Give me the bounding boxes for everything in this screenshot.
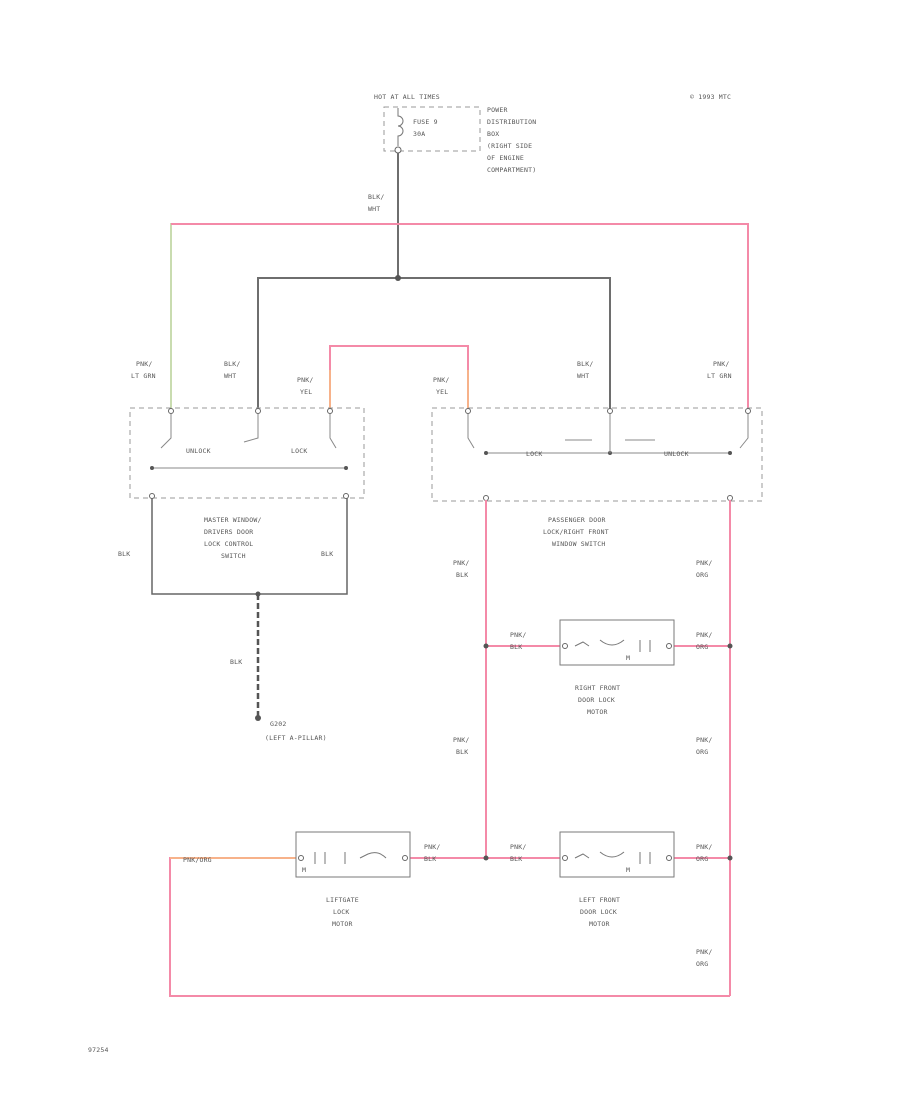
pnk-org-label-2: PNK/: [696, 736, 712, 744]
master-switch: UNLOCK LOCK: [129, 407, 365, 499]
passenger-lock-label: LOCK: [526, 450, 542, 458]
pnk-yel-right-label: PNK/: [433, 376, 449, 384]
svg-text:LT GRN: LT GRN: [707, 372, 732, 380]
fuse-rating: 30A: [413, 130, 425, 138]
svg-text:POWER: POWER: [487, 106, 508, 114]
svg-text:YEL: YEL: [436, 388, 448, 396]
svg-text:WHT: WHT: [577, 372, 589, 380]
svg-text:ORG: ORG: [696, 571, 708, 579]
blk-right-label: BLK: [321, 550, 333, 558]
rf-door-lock-motor: M PNK/ BLK PNK/ ORG: [510, 619, 712, 666]
pnk-org-lf-label: PNK/: [696, 843, 712, 851]
svg-text:MOTOR: MOTOR: [587, 708, 608, 716]
pnk-blk-label-1: PNK/: [453, 559, 469, 567]
blk-wht-right-label: BLK/: [577, 360, 593, 368]
svg-text:ORG: ORG: [696, 855, 708, 863]
pnk-ltgrn-loop-left: [170, 223, 460, 410]
master-switch-label: MASTER WINDOW/ DRIVERS DOOR LOCK CONTROL…: [204, 516, 262, 560]
pnk-org-liftgate-label: PNK/ORG: [183, 856, 212, 864]
blk-left-label: BLK: [118, 550, 130, 558]
svg-text:ORG: ORG: [696, 960, 708, 968]
master-lock-label: LOCK: [291, 447, 307, 455]
passenger-unlock-label: UNLOCK: [664, 450, 689, 458]
svg-text:LT GRN: LT GRN: [131, 372, 156, 380]
pnk-org-return-loop: [169, 857, 730, 997]
pnk-org-label-1: PNK/: [696, 559, 712, 567]
svg-text:WHT: WHT: [224, 372, 236, 380]
svg-text:WHT: WHT: [368, 205, 380, 213]
svg-text:(LEFT A-PILLAR): (LEFT A-PILLAR): [265, 734, 327, 742]
lf-motor-label: LEFT FRONT DOOR LOCK MOTOR: [579, 896, 620, 928]
pnk-yel-left-label: PNK/: [297, 376, 313, 384]
liftgate-lock-motor: M PNK/ BLK: [295, 831, 440, 878]
svg-text:LOCK: LOCK: [333, 908, 349, 916]
svg-text:MOTOR: MOTOR: [589, 920, 610, 928]
svg-text:DOOR LOCK: DOOR LOCK: [578, 696, 615, 704]
pnk-org-label-3: PNK/: [696, 948, 712, 956]
pnk-ltgrn-right-label: PNK/: [713, 360, 729, 368]
ground-label: G202 (LEFT A-PILLAR): [265, 720, 327, 742]
lf-motor-m: M: [626, 866, 630, 874]
pnk-org-rf-label: PNK/: [696, 631, 712, 639]
figure-id: 97254: [88, 1046, 109, 1054]
ground-symbol: [255, 715, 261, 721]
svg-text:YEL: YEL: [300, 388, 312, 396]
master-switch-ground-loop: [151, 498, 348, 595]
pnk-blk-rf-label: PNK/: [510, 631, 526, 639]
svg-text:DOOR LOCK: DOOR LOCK: [580, 908, 617, 916]
copyright-label: © 1993 MTC: [690, 93, 731, 101]
rf-motor-label: RIGHT FRONT DOOR LOCK MOTOR: [575, 684, 620, 716]
svg-text:MASTER WINDOW/: MASTER WINDOW/: [204, 516, 262, 524]
svg-text:COMPARTMENT): COMPARTMENT): [487, 166, 536, 174]
pnk-ltgrn-loop-right: [171, 223, 749, 410]
svg-text:LIFTGATE: LIFTGATE: [326, 896, 359, 904]
pnk-blk-label-2: PNK/: [453, 736, 469, 744]
svg-text:ORG: ORG: [696, 748, 708, 756]
svg-text:BLK: BLK: [510, 643, 522, 651]
svg-text:ORG: ORG: [696, 643, 708, 651]
passenger-switch: LOCK UNLOCK: [431, 407, 763, 502]
svg-text:BLK: BLK: [456, 571, 468, 579]
splice-node: [395, 275, 401, 281]
svg-text:OF ENGINE: OF ENGINE: [487, 154, 524, 162]
svg-text:BOX: BOX: [487, 130, 499, 138]
power-distribution-box: FUSE 9 30A: [383, 106, 481, 154]
blk-ground-label: BLK: [230, 658, 242, 666]
svg-text:G202: G202: [270, 720, 286, 728]
rf-motor-m: M: [626, 654, 630, 662]
pnk-blk-liftgate-label: PNK/: [424, 843, 440, 851]
svg-text:LOCK CONTROL: LOCK CONTROL: [204, 540, 253, 548]
blk-wht-bus: [257, 277, 611, 410]
pnk-ltgrn-left-label: PNK/: [136, 360, 152, 368]
svg-text:BLK: BLK: [510, 855, 522, 863]
lf-door-lock-motor: M PNK/ BLK PNK/ ORG: [510, 831, 712, 878]
svg-text:WINDOW SWITCH: WINDOW SWITCH: [552, 540, 605, 548]
svg-text:BLK: BLK: [424, 855, 436, 863]
blk-wht-left-label: BLK/: [224, 360, 240, 368]
svg-text:MOTOR: MOTOR: [332, 920, 353, 928]
passenger-switch-label: PASSENGER DOOR LOCK/RIGHT FRONT WINDOW S…: [543, 516, 609, 548]
svg-text:LEFT FRONT: LEFT FRONT: [579, 896, 620, 904]
svg-text:SWITCH: SWITCH: [221, 552, 246, 560]
svg-text:(RIGHT SIDE: (RIGHT SIDE: [487, 142, 532, 150]
liftgate-motor-label: LIFTGATE LOCK MOTOR: [326, 896, 359, 928]
svg-text:BLK: BLK: [456, 748, 468, 756]
blk-wht-main-label: BLK/: [368, 193, 384, 201]
svg-text:LOCK/RIGHT FRONT: LOCK/RIGHT FRONT: [543, 528, 609, 536]
svg-text:DISTRIBUTION: DISTRIBUTION: [487, 118, 536, 126]
liftgate-motor-m: M: [302, 866, 306, 874]
svg-text:PASSENGER DOOR: PASSENGER DOOR: [548, 516, 606, 524]
pnk-blk-lf-label: PNK/: [510, 843, 526, 851]
hot-at-all-times-label: HOT AT ALL TIMES: [374, 93, 440, 101]
fuse-name: FUSE 9: [413, 118, 438, 126]
svg-text:DRIVERS DOOR: DRIVERS DOOR: [204, 528, 253, 536]
svg-text:RIGHT FRONT: RIGHT FRONT: [575, 684, 620, 692]
master-unlock-label: UNLOCK: [186, 447, 211, 455]
fuse-location-label: POWER DISTRIBUTION BOX (RIGHT SIDE OF EN…: [487, 106, 536, 174]
